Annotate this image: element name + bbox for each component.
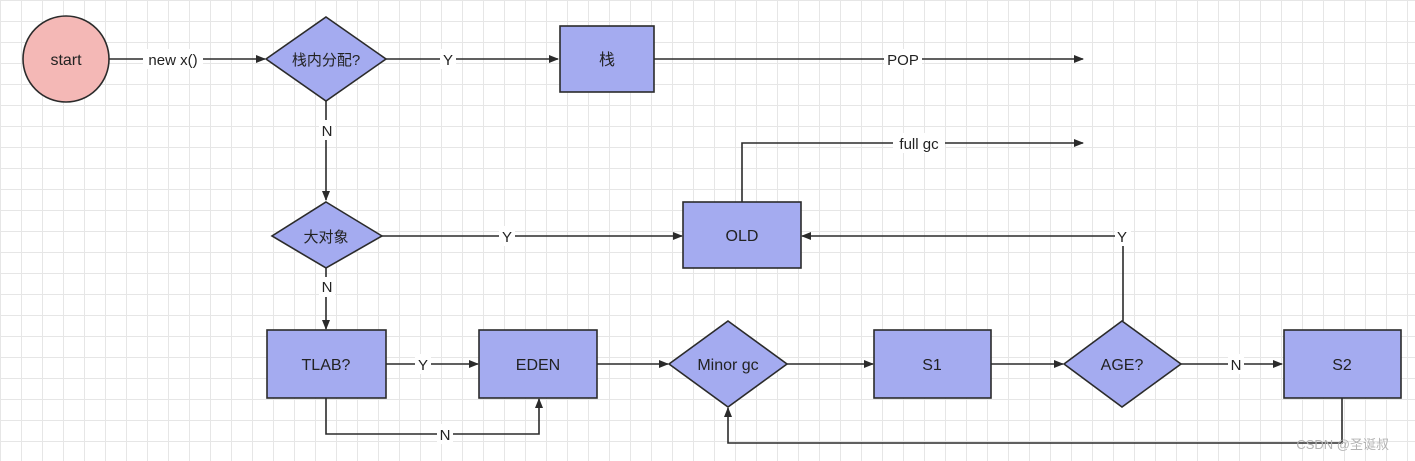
- old-node: [682, 201, 802, 269]
- large-object-decision: [270, 201, 384, 269]
- minor-gc-decision: [667, 320, 789, 408]
- edge-old-full-gc: [741, 139, 1084, 202]
- edge-label-pop: POP: [887, 52, 919, 69]
- edge-label-age-yes: Y: [1117, 229, 1127, 246]
- s1-label: S1: [922, 357, 942, 374]
- start-label: start: [50, 52, 82, 69]
- edge-label-stack-alloc-yes: Y: [443, 52, 453, 69]
- edge-tlab-no-to-eden: [325, 398, 543, 435]
- old-label: OLD: [726, 228, 759, 245]
- s1-node: [873, 329, 992, 399]
- stack-node: [559, 25, 655, 93]
- edge-label-tlab-no: N: [440, 427, 451, 444]
- edge-label-large-object-no: N: [322, 279, 333, 296]
- edge-label-full-gc: full gc: [899, 136, 939, 153]
- edge-label-large-object-yes: Y: [502, 229, 512, 246]
- minor-gc-label: Minor gc: [697, 357, 758, 374]
- edge-age-to-old: [801, 232, 1124, 321]
- start-node: [22, 15, 110, 103]
- stack-alloc-label: 栈内分配?: [292, 52, 360, 69]
- stack-label: 栈: [599, 51, 615, 69]
- edge-s2-to-minor-gc: [724, 398, 1343, 444]
- tlab-label: TLAB?: [302, 357, 351, 374]
- age-label: AGE?: [1101, 357, 1144, 374]
- large-object-label: 大对象: [303, 229, 348, 246]
- s2-node: [1283, 329, 1402, 399]
- eden-node: [478, 329, 598, 399]
- tlab-node: [266, 329, 387, 399]
- age-decision: [1062, 320, 1183, 408]
- watermark: CSDN @圣诞叔: [1296, 437, 1389, 452]
- s2-label: S2: [1332, 357, 1352, 374]
- edge-label-stack-alloc-no: N: [322, 123, 333, 140]
- edge-label-new-x: new x(): [148, 52, 197, 69]
- stack-alloc-decision: [264, 16, 388, 102]
- edge-label-tlab-yes: Y: [418, 357, 428, 374]
- eden-label: EDEN: [516, 357, 560, 374]
- edge-label-age-no: N: [1231, 357, 1242, 374]
